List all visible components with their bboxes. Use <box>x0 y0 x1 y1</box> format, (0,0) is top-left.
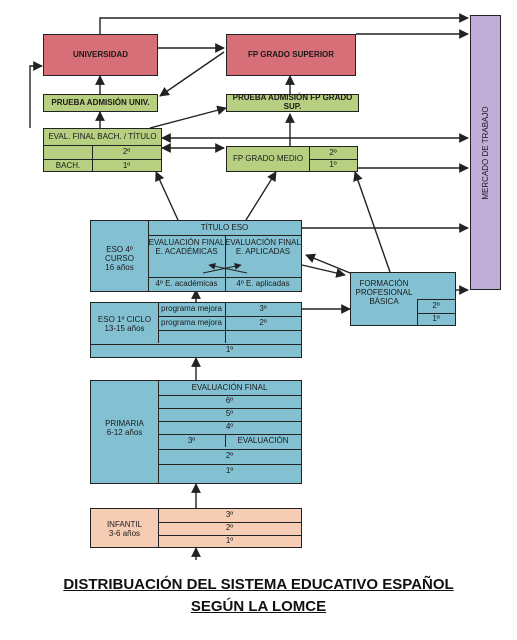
bach-box: EVAL. FINAL BACH. / TÍTULO BACH. 2º 1º <box>43 128 162 172</box>
arrow-eso4-fpmedio <box>245 171 277 221</box>
infantil-box: INFANTIL 3-6 años 3º 2º 1º <box>90 508 302 548</box>
eso4-box: ESO 4º CURSO 16 años TÍTULO ESO EVALUACI… <box>90 220 302 292</box>
infantil-label: INFANTIL 3-6 años <box>106 520 143 539</box>
arrow-universidad-mercado <box>99 13 469 34</box>
primaria-row-2: 2º <box>225 451 234 461</box>
fp-medio-box: FP GRADO MEDIO 2º 1º <box>226 146 358 172</box>
eso1-row-3: 3º <box>259 304 267 314</box>
eso4-aplicadas: 4º E. aplicadas <box>236 278 290 288</box>
universidad-label: UNIVERSIDAD <box>72 49 129 59</box>
arrow-bach-pruebafp <box>149 105 227 129</box>
primaria-box: PRIMARIA 6-12 años EVALUACIÓN FINAL 6º 5… <box>90 380 302 484</box>
eso1-label: ESO 1º CICLO 13-15 años <box>97 315 152 334</box>
fp-superior-label: FP GRADO SUPERIOR <box>247 49 335 59</box>
fpb-label: FORMACIÓN PROFESIONAL BÁSICA <box>355 279 413 307</box>
eso4-label: ESO 4º CURSO 16 años <box>105 245 134 273</box>
eso1-box: ESO 1º CICLO 13-15 años programa mejora … <box>90 302 302 358</box>
fpb-box: FORMACIÓN PROFESIONAL BÁSICA 2º 1º <box>350 272 456 326</box>
arrow-fpb-eso4 <box>305 253 356 276</box>
infantil-row-2: 2º <box>225 523 234 533</box>
fpb-row-2: 2º <box>432 300 440 310</box>
infantil-row-3: 3º <box>225 510 234 520</box>
universidad-box: UNIVERSIDAD <box>43 34 158 76</box>
eso1-row-1: 1º <box>225 345 234 355</box>
prueba-fp-box: PRUEBA ADMISIÓN FP GRADO SUP. <box>226 93 359 112</box>
arrow-eso4-fpb <box>301 264 346 278</box>
mercado-trabajo-box: MERCADO DE TRABAJO <box>470 15 501 290</box>
eso1-programa-mejora-b: programa mejora <box>161 317 222 327</box>
primaria-eval-final: EVALUACIÓN FINAL <box>191 382 268 392</box>
arrow-fpb-fpmedio <box>353 171 391 273</box>
mercado-trabajo-label: MERCADO DE TRABAJO <box>480 105 490 200</box>
eso4-eval-aplicadas: EVALUACIÓN FINAL E. APLICADAS <box>225 238 301 257</box>
infantil-row-1: 1º <box>225 535 234 545</box>
prueba-fp-label: PRUEBA ADMISIÓN FP GRADO SUP. <box>232 93 353 111</box>
eso4-titulo: TÍTULO ESO <box>200 222 249 232</box>
eso1-programa-mejora-a: programa mejora <box>161 304 222 314</box>
caption-line-1: DISTRIBUACIÓN DEL SISTEMA EDUCATIVO ESPA… <box>63 576 454 593</box>
primaria-row-6: 6º <box>225 396 234 406</box>
arrow-eso4-bach <box>155 171 179 221</box>
primaria-row-1: 1º <box>225 466 234 476</box>
bach-title: EVAL. FINAL BACH. / TÍTULO <box>48 131 157 141</box>
fp-medio-row-2: 2º <box>329 147 337 157</box>
fp-medio-label: FP GRADO MEDIO <box>232 153 304 163</box>
bach-row-1: 1º <box>122 160 131 170</box>
fp-superior-box: FP GRADO SUPERIOR <box>226 34 356 76</box>
prueba-univ-label: PRUEBA ADMISIÓN UNIV. <box>51 97 150 107</box>
bach-row-2: 2º <box>122 146 131 156</box>
primaria-evaluacion: EVALUACIÓN <box>237 436 289 446</box>
primaria-label: PRIMARIA 6-12 años <box>105 419 144 438</box>
arrow-side-universidad <box>29 61 43 128</box>
eso4-cross-arrows <box>202 262 248 274</box>
fp-medio-row-1: 1º <box>329 159 337 169</box>
prueba-univ-box: PRUEBA ADMISIÓN UNIV. <box>43 94 158 112</box>
caption-line-2: SEGÚN LA LOMCE <box>190 598 327 615</box>
primaria-row-5: 5º <box>225 409 234 419</box>
eso4-eval-academicas: EVALUACIÓN FINAL E. ACADÉMICAS <box>148 238 225 257</box>
arrow-fpsuperior-universidad <box>159 51 225 97</box>
primaria-row-4: 4º <box>225 422 234 432</box>
eso1-row-2: 2º <box>259 317 267 327</box>
primaria-row-3: 3º <box>187 436 196 446</box>
bach-label: BACH. <box>55 160 81 170</box>
eso4-academicas: 4º E. académicas <box>155 278 218 288</box>
fpb-row-1: 1º <box>432 313 440 323</box>
